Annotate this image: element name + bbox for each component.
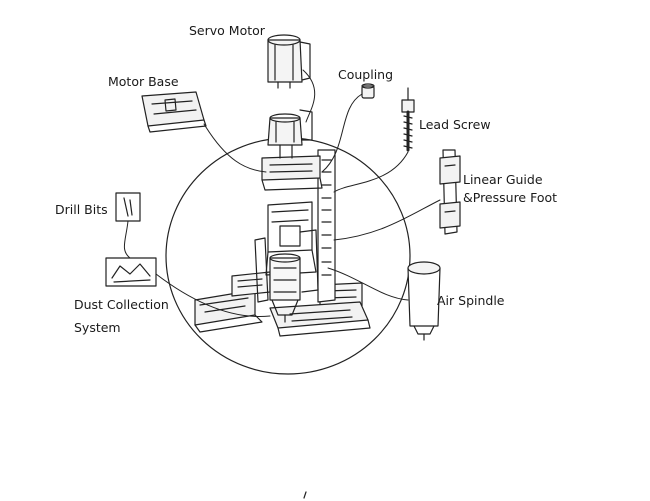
label-linear-guide: Linear Guide (463, 172, 543, 187)
label-coupling: Coupling (338, 67, 394, 82)
air-spindle-part (407, 261, 441, 341)
label-pressure-foot: &Pressure Foot (463, 190, 558, 205)
linear-guide-part (439, 149, 461, 235)
label-drill-bits: Drill Bits (55, 202, 108, 217)
label-lead-screw: Lead Screw (419, 117, 491, 132)
motor-base-part (141, 91, 207, 133)
drill-bits-part (115, 192, 141, 222)
label-motor-base: Motor Base (108, 74, 179, 89)
dust-collection-part (105, 257, 157, 287)
main-machine-assembly (194, 109, 371, 337)
leader-lines (123, 69, 441, 318)
label-system: System (74, 320, 121, 335)
coupling-part (361, 83, 375, 99)
stray-mark (303, 491, 307, 499)
label-air-spindle: Air Spindle (437, 293, 505, 308)
lead-screw-part (401, 87, 415, 152)
label-servo-motor: Servo Motor (189, 23, 265, 38)
label-dust-collection: Dust Collection (74, 297, 169, 312)
servo-motor-part (267, 34, 311, 89)
